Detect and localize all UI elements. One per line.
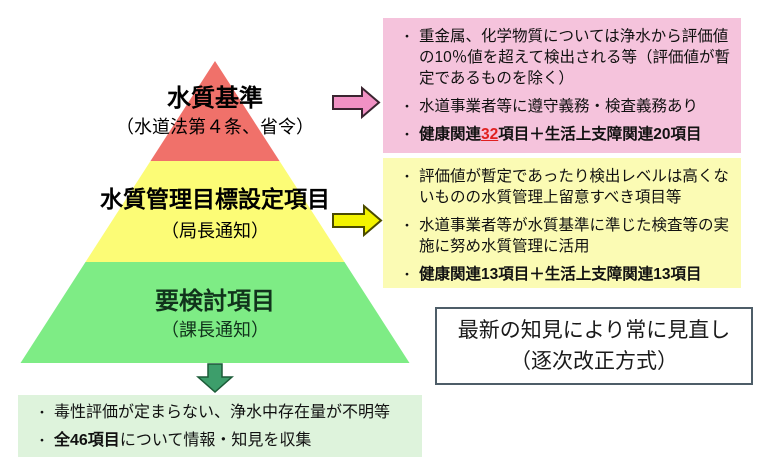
pyramid-level1-title: 水質基準 [167, 85, 263, 112]
standards-bullet-3: 健康関連32項目＋生活上支障関連20項目 [419, 124, 735, 145]
review-bullet-2: 全46項目について情報・知見を収集 [54, 429, 416, 452]
bullet-icon: ・ [400, 218, 414, 233]
standards-bullet-2: 水道事業者等に遵守義務・検査義務あり [419, 98, 699, 115]
pink-right-arrow-icon [332, 85, 381, 120]
bullet-icon: ・ [35, 433, 49, 448]
review-bullet-2-bold: 全46項目 [54, 432, 120, 449]
revision-note-box: 最新の知見により常に見直し （逐次改正方式） [435, 307, 753, 385]
bullet-icon: ・ [35, 405, 49, 420]
targets-bullet-3: 健康関連13項目＋生活上支障関連13項目 [419, 266, 702, 283]
pyramid-level3-title: 要検討項目 [155, 288, 275, 315]
revision-line-2: （逐次改正方式） [510, 350, 678, 373]
standards-bullet-1: 重金属、化学物質については浄水から評価値の10％値を超えて検出される等（評価値が… [419, 28, 730, 87]
targets-bullet-1: 評価値が暫定であったり検出レベルは高くないものの水質管理上留意すべき項目等 [419, 168, 729, 206]
review-detail-box: ・ 毒性評価が定まらない、浄水中存在量が不明等 ・ 全46項目について情報・知見… [18, 395, 422, 457]
standards-bullet-3-prefix: 健康関連 [419, 126, 482, 143]
list-item: ・ 水道事業者等が水質基準に準じた検査等の実施に努め水質管理に活用 [395, 215, 735, 257]
pyramid-level-targets [85, 161, 345, 262]
targets-detail-box: ・ 評価値が暫定であったり検出レベルは高くないものの水質管理上留意すべき項目等 … [383, 158, 741, 288]
pyramid-level2-title: 水質管理目標設定項目 [100, 186, 330, 212]
bullet-icon: ・ [400, 99, 414, 114]
standards-bullet-3-highlight: 32 [481, 126, 499, 143]
bullet-icon: ・ [400, 29, 414, 44]
list-item: ・ 全46項目について情報・知見を収集 [30, 429, 416, 452]
bullet-icon: ・ [400, 127, 414, 142]
standards-bullet-3-suffix: 項目＋生活上支障関連20項目 [498, 126, 702, 143]
bullet-icon: ・ [400, 267, 414, 282]
pyramid-level-standards [150, 61, 280, 161]
pyramid-level3-subtitle: （課長通知） [161, 320, 269, 340]
pyramid-level2-subtitle: （局長通知） [161, 221, 269, 241]
review-bullet-1: 毒性評価が定まらない、浄水中存在量が不明等 [54, 404, 391, 421]
list-item: ・ 健康関連13項目＋生活上支障関連13項目 [395, 264, 735, 285]
targets-bullet-2: 水道事業者等が水質基準に準じた検査等の実施に努め水質管理に活用 [419, 217, 730, 255]
revision-line-1: 最新の知見により常に見直し [457, 319, 731, 342]
list-item: ・ 健康関連32項目＋生活上支障関連20項目 [395, 124, 735, 145]
list-item: ・ 水道事業者等に遵守義務・検査義務あり [395, 96, 735, 117]
yellow-right-arrow-icon [332, 203, 383, 238]
list-item: ・ 毒性評価が定まらない、浄水中存在量が不明等 [30, 401, 416, 424]
standards-detail-box: ・ 重金属、化学物質については浄水から評価値の10％値を超えて検出される等（評価… [383, 18, 741, 153]
bullet-icon: ・ [400, 169, 414, 184]
pyramid-level1-subtitle: （水道法第４条、省令） [116, 117, 314, 137]
list-item: ・ 重金属、化学物質については浄水から評価値の10％値を超えて検出される等（評価… [395, 26, 735, 89]
pyramid-level-review [20, 262, 410, 363]
green-down-arrow-icon [196, 363, 234, 394]
list-item: ・ 評価値が暫定であったり検出レベルは高くないものの水質管理上留意すべき項目等 [395, 166, 735, 208]
review-bullet-2-rest: について情報・知見を収集 [119, 432, 312, 449]
